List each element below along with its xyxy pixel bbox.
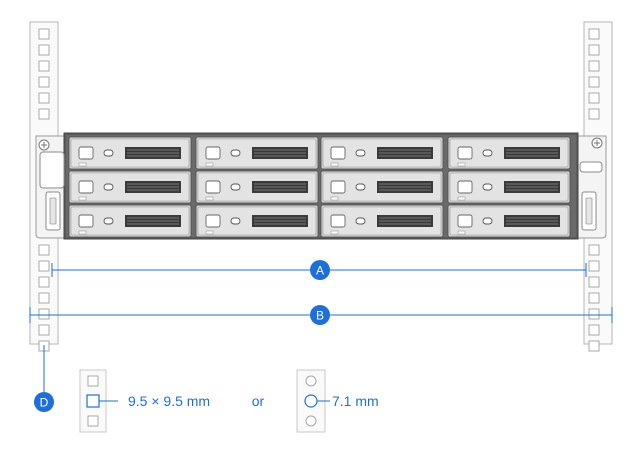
- round-hole-icon: [304, 394, 318, 408]
- right-rail-hole: [588, 244, 600, 256]
- right-ear-screw-icon: [591, 137, 603, 149]
- dimension-a: A: [51, 260, 587, 280]
- drive-lock-icon: [482, 149, 493, 157]
- callout-d-badge: [34, 392, 54, 412]
- left-rail-hole: [38, 108, 50, 120]
- right-rail-hole: [588, 108, 600, 120]
- drive-bay: [447, 136, 571, 170]
- drive-lock-icon: [103, 217, 114, 225]
- drive-release-button: [330, 146, 346, 160]
- drive-release-button: [330, 180, 346, 194]
- drive-lock-icon: [103, 183, 114, 191]
- left-rail-hole: [38, 28, 50, 40]
- right-rail-hole: [588, 76, 600, 88]
- drive-bay: [320, 170, 444, 204]
- drive-release-button: [78, 146, 94, 160]
- square-hole-detail: 9.5 × 9.5 mm: [79, 369, 210, 433]
- drive-lock-icon: [482, 183, 493, 191]
- right-rail-hole: [588, 92, 600, 104]
- callout-d-label: D: [40, 396, 49, 410]
- right-rail-hole: [588, 28, 600, 40]
- callout-b-label: B: [316, 309, 324, 323]
- callout-b-badge: [310, 305, 330, 325]
- square-hole-size: 9.5 × 9.5 mm: [128, 393, 210, 409]
- left-rail-hole: [38, 260, 50, 272]
- square-hole-icon: [86, 394, 100, 408]
- drive-lock-icon: [230, 149, 241, 157]
- right-rail-hole: [588, 260, 600, 272]
- drive-lock-icon: [482, 217, 493, 225]
- drive-release-button: [457, 180, 473, 194]
- drive-release-button: [457, 146, 473, 160]
- callout-a-label: A: [316, 264, 324, 278]
- left-rail-hole: [38, 324, 50, 336]
- callout-d: D: [34, 345, 54, 412]
- drive-lock-icon: [103, 149, 114, 157]
- drive-bay: [320, 204, 444, 238]
- drive-release-button: [205, 214, 221, 228]
- left-rail-hole: [38, 92, 50, 104]
- drive-bay: [320, 136, 444, 170]
- drive-release-button: [205, 180, 221, 194]
- drive-bay: [68, 204, 192, 238]
- left-rail-hole: [38, 244, 50, 256]
- left-ear-panel: [39, 151, 65, 189]
- right-rail-hole: [588, 292, 600, 304]
- right-rail-hole: [588, 308, 600, 320]
- right-rail-hole: [588, 60, 600, 72]
- right-rail-hole: [588, 44, 600, 56]
- drive-release-button: [330, 214, 346, 228]
- drive-lock-icon: [355, 217, 366, 225]
- drive-bay: [195, 204, 319, 238]
- drive-bay: [195, 136, 319, 170]
- left-rail-hole: [38, 76, 50, 88]
- left-rail-hole: [38, 60, 50, 72]
- drive-bay: [447, 170, 571, 204]
- drive-bay: [68, 170, 192, 204]
- drive-bays: [68, 136, 571, 238]
- right-rail-hole: [588, 340, 600, 352]
- right-ear-button: [579, 161, 603, 173]
- dimension-b: B: [29, 305, 613, 325]
- left-rail-hole: [38, 44, 50, 56]
- right-rail-hole: [588, 324, 600, 336]
- round-hole-detail: 7.1 mm: [296, 369, 379, 433]
- right-rail-holes: [588, 28, 600, 352]
- left-rail-hole: [38, 276, 50, 288]
- drive-lock-icon: [355, 183, 366, 191]
- round-hole-size: 7.1 mm: [332, 393, 379, 409]
- left-rail-hole: [38, 308, 50, 320]
- drive-bay: [68, 136, 192, 170]
- drive-release-button: [78, 214, 94, 228]
- drive-release-button: [205, 146, 221, 160]
- drive-release-button: [78, 180, 94, 194]
- left-rail-hole: [38, 292, 50, 304]
- or-separator: or: [252, 393, 265, 409]
- drive-lock-icon: [230, 217, 241, 225]
- drive-lock-icon: [355, 149, 366, 157]
- left-ear-screw-icon: [38, 139, 50, 151]
- drive-bay: [447, 204, 571, 238]
- callout-a-badge: [310, 260, 330, 280]
- right-rail-hole: [588, 276, 600, 288]
- drive-bay: [195, 170, 319, 204]
- drive-lock-icon: [230, 183, 241, 191]
- nas-chassis: [35, 132, 607, 240]
- drive-release-button: [457, 214, 473, 228]
